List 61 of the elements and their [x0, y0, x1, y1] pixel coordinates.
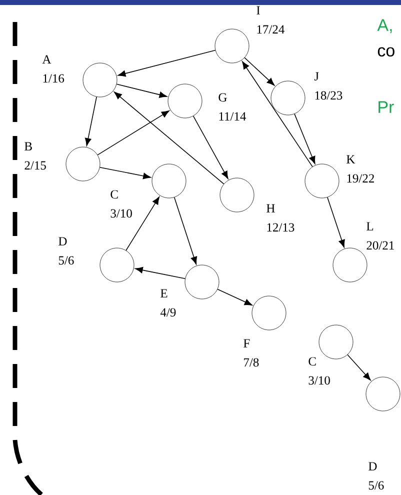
node-label: K — [346, 155, 356, 164]
node-label: 4/9 — [160, 308, 176, 317]
node-label: 2/15 — [24, 161, 46, 170]
node-label: H — [266, 204, 275, 212]
circle-node — [66, 146, 100, 182]
arrow — [116, 84, 168, 98]
arrow — [118, 50, 216, 77]
arrow — [294, 114, 316, 164]
circle-node — [304, 164, 340, 198]
arrow — [114, 92, 224, 184]
node-label: J — [314, 72, 319, 81]
node-label: A — [42, 55, 52, 64]
arrow — [244, 57, 275, 86]
circle-node — [220, 178, 254, 212]
arrow — [135, 266, 186, 280]
node-label: 20/21 — [366, 241, 394, 250]
arrow — [97, 110, 170, 156]
slide-text: Pr — [378, 101, 394, 113]
node-label: I — [256, 6, 260, 14]
arrow — [347, 354, 371, 380]
node-label: B — [24, 142, 32, 150]
node-label: 18/23 — [315, 91, 342, 100]
circle-node — [168, 84, 202, 118]
node-label: 3/10 — [308, 376, 330, 385]
node-label: 11/14 — [219, 112, 246, 121]
circle-node — [366, 376, 400, 412]
node-label: G — [218, 93, 227, 102]
node-label: 1/16 — [43, 74, 64, 83]
slide-text: A, — [377, 19, 392, 34]
node-label: D — [58, 237, 67, 246]
circle-node — [82, 62, 118, 98]
circle-node — [184, 264, 220, 300]
arrow — [192, 116, 228, 179]
arrow — [217, 288, 252, 306]
arrow — [99, 166, 151, 180]
circle-node — [100, 248, 134, 282]
circle-node — [270, 80, 306, 116]
arrow — [126, 196, 160, 251]
node-label: 5/6 — [368, 481, 384, 490]
slide-text: co — [378, 47, 394, 57]
node-label: 19/22 — [347, 174, 374, 183]
node-label: 5/6 — [58, 256, 74, 265]
circle-node — [214, 28, 250, 64]
circle-node — [152, 164, 186, 198]
node-label: E — [160, 289, 168, 298]
circle-node — [318, 324, 354, 360]
node-label: C — [308, 357, 316, 366]
arrow — [174, 196, 198, 265]
node-label: D — [368, 462, 377, 470]
node-label: 12/13 — [267, 223, 294, 232]
arrow — [84, 96, 97, 146]
node-label: F — [244, 339, 250, 348]
node-label: C — [110, 190, 118, 199]
node-label: 3/10 — [110, 209, 132, 218]
circle-node — [252, 296, 286, 330]
arrow — [242, 61, 313, 168]
node-label: L — [366, 222, 374, 230]
node-label: 17/24 — [257, 25, 284, 34]
node-label: 7/8 — [244, 358, 259, 367]
arrow — [327, 196, 345, 248]
circle-node — [332, 248, 368, 282]
